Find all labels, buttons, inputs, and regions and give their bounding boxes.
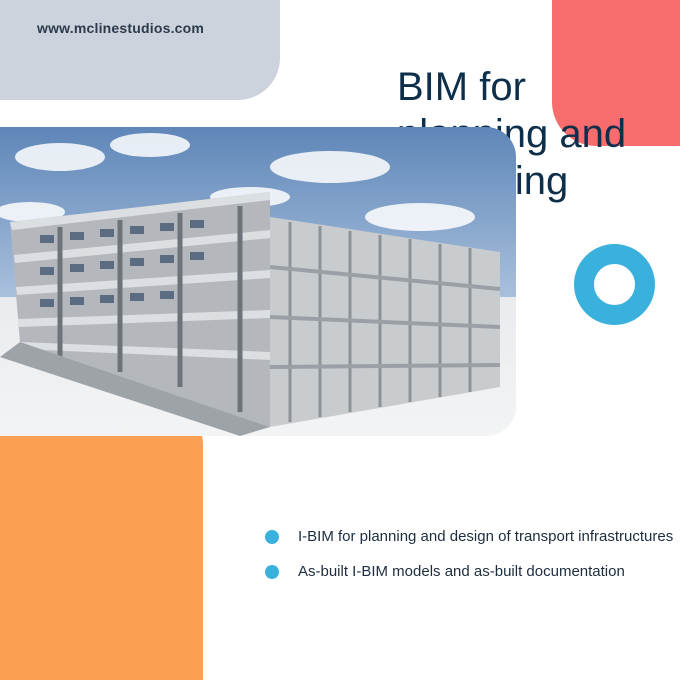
gray-decor-shape bbox=[0, 0, 280, 100]
list-item-text: As-built I-BIM models and as-built docum… bbox=[298, 563, 625, 580]
feature-list: I-BIM for planning and design of transpo… bbox=[264, 524, 674, 594]
list-item: I-BIM for planning and design of transpo… bbox=[264, 524, 674, 549]
list-item-text: I-BIM for planning and design of transpo… bbox=[298, 528, 674, 545]
bullet-dot-icon bbox=[265, 530, 279, 544]
building-illustration bbox=[0, 127, 516, 436]
red-decor-shape bbox=[552, 0, 680, 146]
hero-building-image bbox=[0, 127, 516, 436]
orange-decor-shape bbox=[0, 395, 203, 680]
website-url[interactable]: www.mclinestudios.com bbox=[37, 20, 205, 36]
bullet-dot-icon bbox=[265, 565, 279, 579]
blue-ring-decor bbox=[574, 244, 655, 325]
title-line: BIM for bbox=[397, 65, 526, 109]
list-item: As-built I-BIM models and as-built docum… bbox=[264, 559, 674, 584]
